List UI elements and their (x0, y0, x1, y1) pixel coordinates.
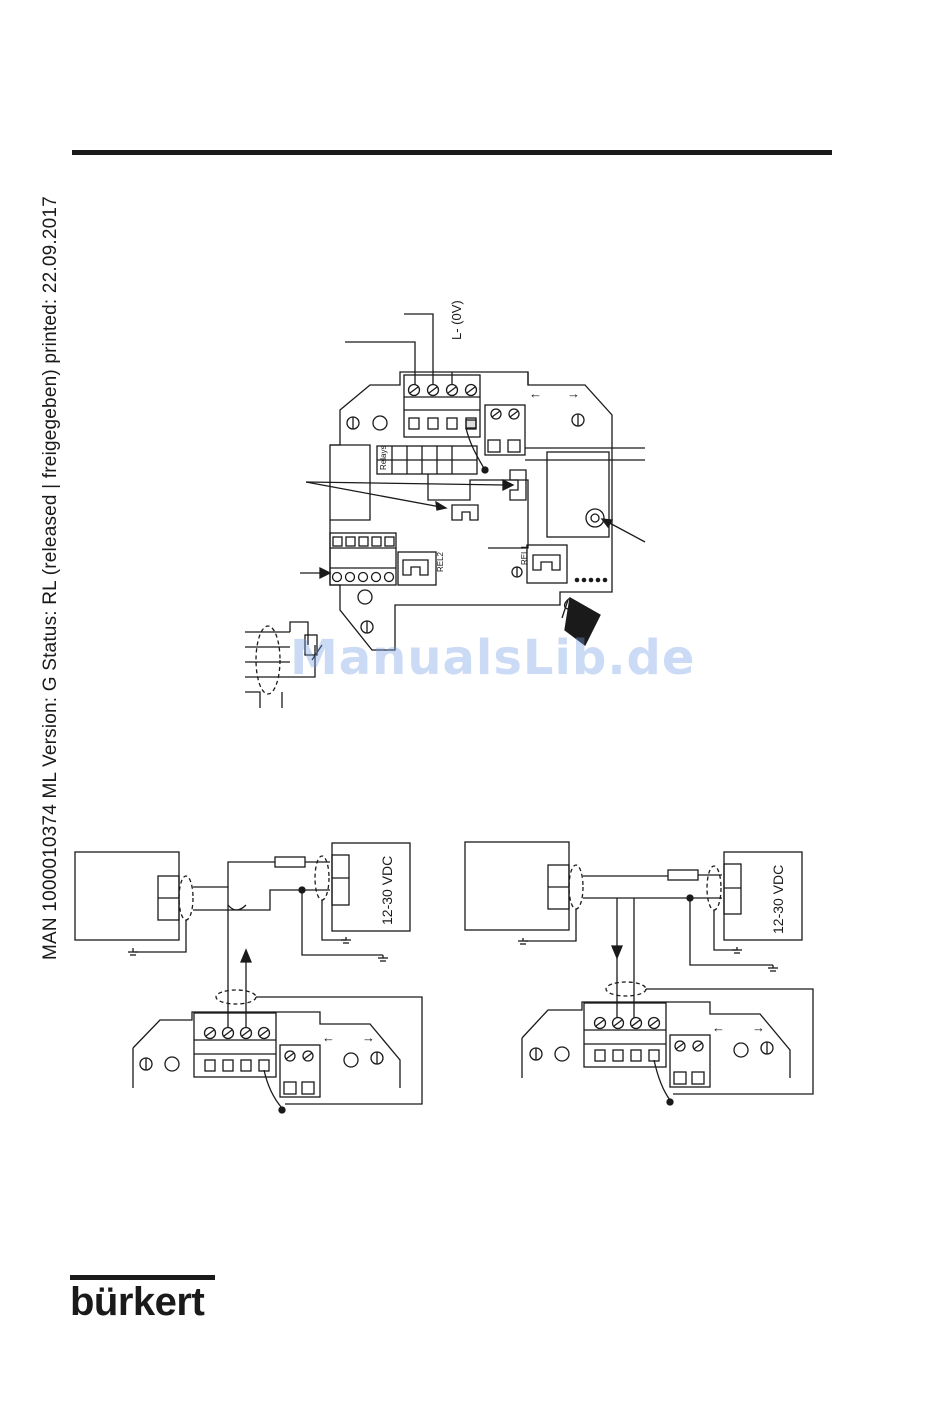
screw-row-top (409, 385, 477, 396)
brand-logo: bürkert (70, 1275, 215, 1322)
arrow-left-label: ← (529, 386, 542, 401)
arrow-right-label: → (567, 386, 580, 401)
arrow-right-label-2: → (362, 1030, 375, 1045)
terminal-slots-top (409, 418, 476, 429)
rel1-label: REL1 (520, 544, 529, 565)
logo-text: bürkert (70, 1282, 215, 1322)
arrow-left-label-2: ← (322, 1030, 335, 1045)
watermark: ManualsLib.de (290, 630, 695, 686)
wiring-diagram-left: 12-30 VDC ← → (75, 843, 422, 1113)
supply-voltage-left: 12-30 VDC (379, 856, 395, 925)
rel2-label: REL2 (436, 551, 445, 572)
supply-voltage-right: 12-30 VDC (770, 865, 786, 934)
arrow-left-label-3: ← (712, 1020, 725, 1035)
arrow-right-label-3: → (752, 1020, 765, 1035)
wiring-diagram-right: 12-30 VDC ← → (465, 842, 813, 1105)
relays-label: Relays (379, 446, 388, 470)
l-minus-label: L- (0V) (449, 300, 464, 340)
